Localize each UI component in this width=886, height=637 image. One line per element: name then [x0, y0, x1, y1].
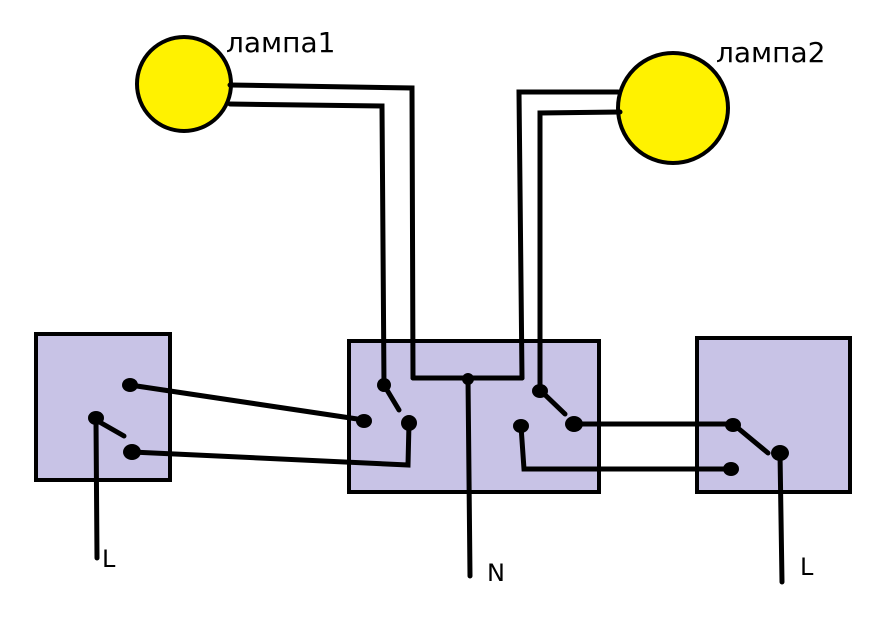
junction-left-contact-b — [401, 415, 417, 431]
right-switch-box — [695, 336, 852, 494]
lamp1-label: лампа1 — [226, 26, 335, 59]
lamp2-label: лампа2 — [716, 36, 825, 69]
neutral-junction-node — [462, 373, 474, 385]
left-traveler-wire-bottom — [129, 420, 412, 468]
left-switch-box — [34, 332, 172, 482]
junction-right-contact-b — [565, 416, 583, 432]
left-switch-contact-pivot — [88, 411, 104, 425]
junction-left-contact-a — [356, 414, 372, 428]
neutral-label: N — [487, 559, 505, 587]
right-switch-contact-pivot — [771, 445, 789, 461]
right-traveler-wire-bottom — [518, 423, 734, 472]
junction-left-contact-pivot — [377, 378, 391, 392]
lamp2-wire-outer — [516, 89, 621, 381]
lamp2-bulb — [616, 51, 730, 165]
lamp1-wire-inner — [227, 101, 387, 388]
right-line-wire — [777, 450, 785, 585]
left-traveler-wire-top — [127, 382, 367, 423]
left-switch-contact-bottom — [123, 444, 141, 460]
lamp1-bulb — [135, 35, 233, 133]
left-switch-contact-top — [122, 378, 138, 392]
lamp2-wire-inner — [537, 109, 623, 393]
right-line-label: L — [800, 553, 814, 581]
right-switch-contact-top — [725, 418, 741, 432]
junction-right-contact-a — [513, 419, 529, 433]
junction-right-contact-pivot — [532, 384, 548, 398]
right-switch-contact-bottom — [723, 462, 739, 476]
neutral-wire — [465, 375, 473, 579]
left-line-wire — [93, 417, 100, 561]
lamp1-wire-outer — [227, 82, 416, 381]
left-line-label: L — [102, 545, 116, 573]
